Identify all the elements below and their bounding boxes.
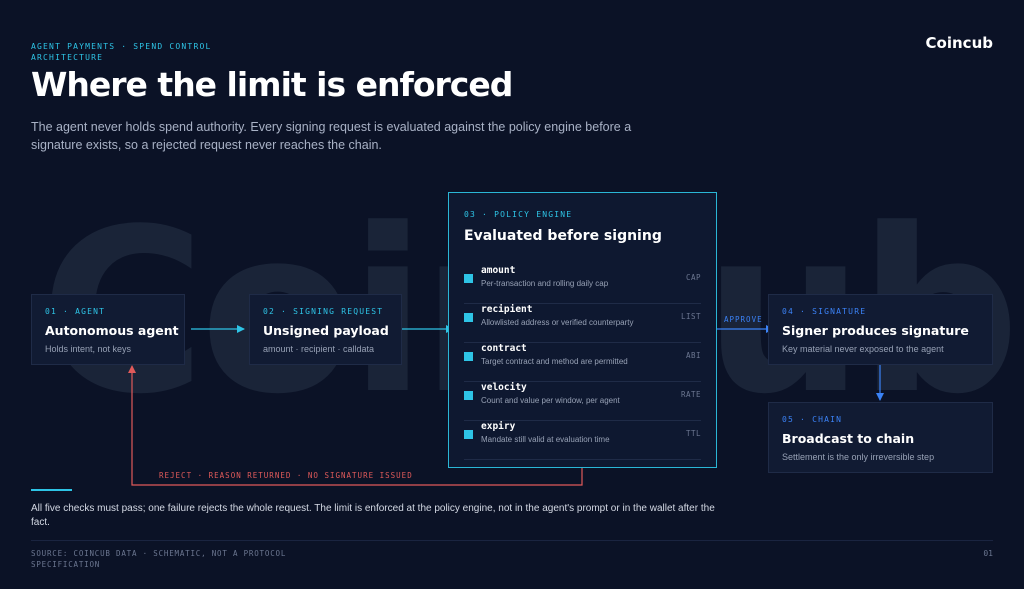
node-agent-tag: 01 · AGENT <box>45 307 106 316</box>
policy-check-contract: contract Target contract and method are … <box>464 343 701 382</box>
policy-tag: 03 · POLICY ENGINE <box>464 210 573 219</box>
node-signing-tag: 02 · SIGNING REQUEST <box>263 307 384 316</box>
check-name: contract <box>481 343 527 354</box>
node-signing-desc: amount · recipient · calldata <box>263 344 375 354</box>
footnote: All five checks must pass; one failure r… <box>31 503 715 528</box>
node-signing-request: 02 · SIGNING REQUEST Unsigned payload am… <box>249 294 402 365</box>
check-bullet-icon <box>464 391 473 400</box>
check-name: expiry <box>481 421 516 432</box>
reject-label: REJECT · REASON RETURNED · NO SIGNATURE … <box>159 471 413 480</box>
node-chain-desc: Settlement is the only irreversible step <box>782 452 935 462</box>
check-code: ABI <box>685 351 701 360</box>
accent-rule <box>31 489 72 491</box>
node-chain-tag: 05 · CHAIN <box>782 415 843 424</box>
check-bullet-icon <box>464 430 473 439</box>
node-signature-desc: Key material never exposed to the agent <box>782 344 944 354</box>
policy-check-recipient: recipient Allowlisted address or verifie… <box>464 304 701 343</box>
eyebrow: AGENT PAYMENTS · SPEND CONTROL ARCHITECT… <box>31 42 212 62</box>
check-desc: Allowlisted address or verified counterp… <box>481 318 634 327</box>
check-desc: Count and value per window, per agent <box>481 396 620 405</box>
approve-label: APPROVE <box>724 315 763 324</box>
node-chain: 05 · CHAIN Broadcast to chain Settlement… <box>768 402 993 473</box>
check-code: CAP <box>685 273 701 282</box>
node-chain-title: Broadcast to chain <box>782 431 915 446</box>
policy-title: Evaluated before signing <box>464 228 662 244</box>
check-name: velocity <box>481 382 527 393</box>
page-number: 01 <box>983 549 993 558</box>
check-name: amount <box>481 265 516 276</box>
node-agent: 01 · AGENT Autonomous agent Holds intent… <box>31 294 185 365</box>
node-agent-title: Autonomous agent <box>45 323 179 338</box>
check-bullet-icon <box>464 274 473 283</box>
check-bullet-icon <box>464 313 473 322</box>
check-code: LIST <box>680 312 701 321</box>
node-signature-tag: 04 · SIGNATURE <box>782 307 867 316</box>
check-code: RATE <box>680 390 701 399</box>
node-policy-engine: 03 · POLICY ENGINE Evaluated before sign… <box>448 192 717 468</box>
node-signature-title: Signer produces signature <box>782 323 969 338</box>
policy-check-velocity: velocity Count and value per window, per… <box>464 382 701 421</box>
check-desc: Target contract and method are permitted <box>481 357 628 366</box>
node-signature: 04 · SIGNATURE Signer produces signature… <box>768 294 993 365</box>
page-title: Where the limit is enforced <box>31 65 513 104</box>
policy-check-expiry: expiry Mandate still valid at evaluation… <box>464 421 701 460</box>
node-signing-title: Unsigned payload <box>263 323 389 338</box>
check-desc: Per-transaction and rolling daily cap <box>481 279 609 288</box>
page-subtitle: The agent never holds spend authority. E… <box>31 120 632 152</box>
node-agent-desc: Holds intent, not keys <box>45 344 132 354</box>
check-code: TTL <box>685 429 701 438</box>
source-note: SOURCE: COINCUB DATA · SCHEMATIC, NOT A … <box>31 549 287 569</box>
policy-check-amount: amount Per-transaction and rolling daily… <box>464 265 701 304</box>
footer-divider <box>31 540 993 541</box>
check-name: recipient <box>481 304 533 315</box>
check-desc: Mandate still valid at evaluation time <box>481 435 610 444</box>
brand-logo: Coincub <box>925 34 993 52</box>
reject-path <box>128 365 583 486</box>
check-bullet-icon <box>464 352 473 361</box>
